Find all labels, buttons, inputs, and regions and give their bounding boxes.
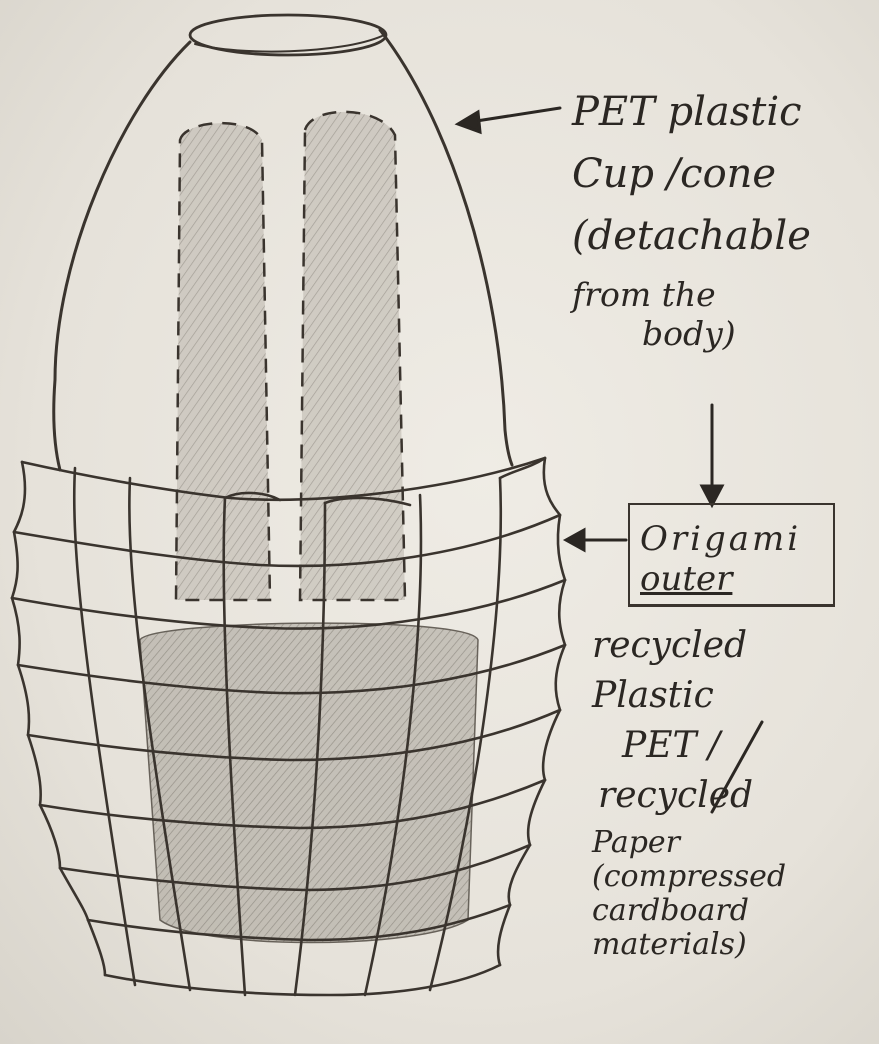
materials-annotation-line: cardboard xyxy=(592,896,872,926)
materials-annotation-line: recycled xyxy=(592,628,872,664)
cup-annotation: PET plastic Cup /cone (detachable from t… xyxy=(572,92,872,356)
inner-pods xyxy=(176,112,405,600)
inner-base xyxy=(140,623,478,942)
materials-annotation: recycled Plastic PET / recycled Paper (c… xyxy=(592,628,872,964)
materials-annotation-line: PET / xyxy=(592,728,872,764)
materials-annotation-line: Paper xyxy=(592,828,872,858)
cup-annotation-line: body) xyxy=(572,317,872,350)
origami-arrowhead xyxy=(566,530,584,550)
cup-arrow-line xyxy=(470,108,560,122)
cup-annotation-line: Cup /cone xyxy=(572,154,872,194)
materials-annotation-line: (compressed xyxy=(592,862,872,892)
cup-annotation-line: from the xyxy=(572,278,872,311)
materials-annotation-line: recycled xyxy=(592,778,872,814)
cup-cone-outline xyxy=(54,15,512,470)
origami-box-line: Origami xyxy=(640,519,801,559)
materials-annotation-line: materials) xyxy=(592,930,872,960)
materials-annotation-line: Plastic xyxy=(592,678,872,714)
origami-outer-box: Origami outer xyxy=(628,503,835,607)
cup-annotation-line: PET plastic xyxy=(572,92,872,132)
cup-arrowhead xyxy=(458,112,480,132)
cup-annotation-line: (detachable xyxy=(572,216,872,256)
origami-box-line: outer xyxy=(640,559,732,599)
